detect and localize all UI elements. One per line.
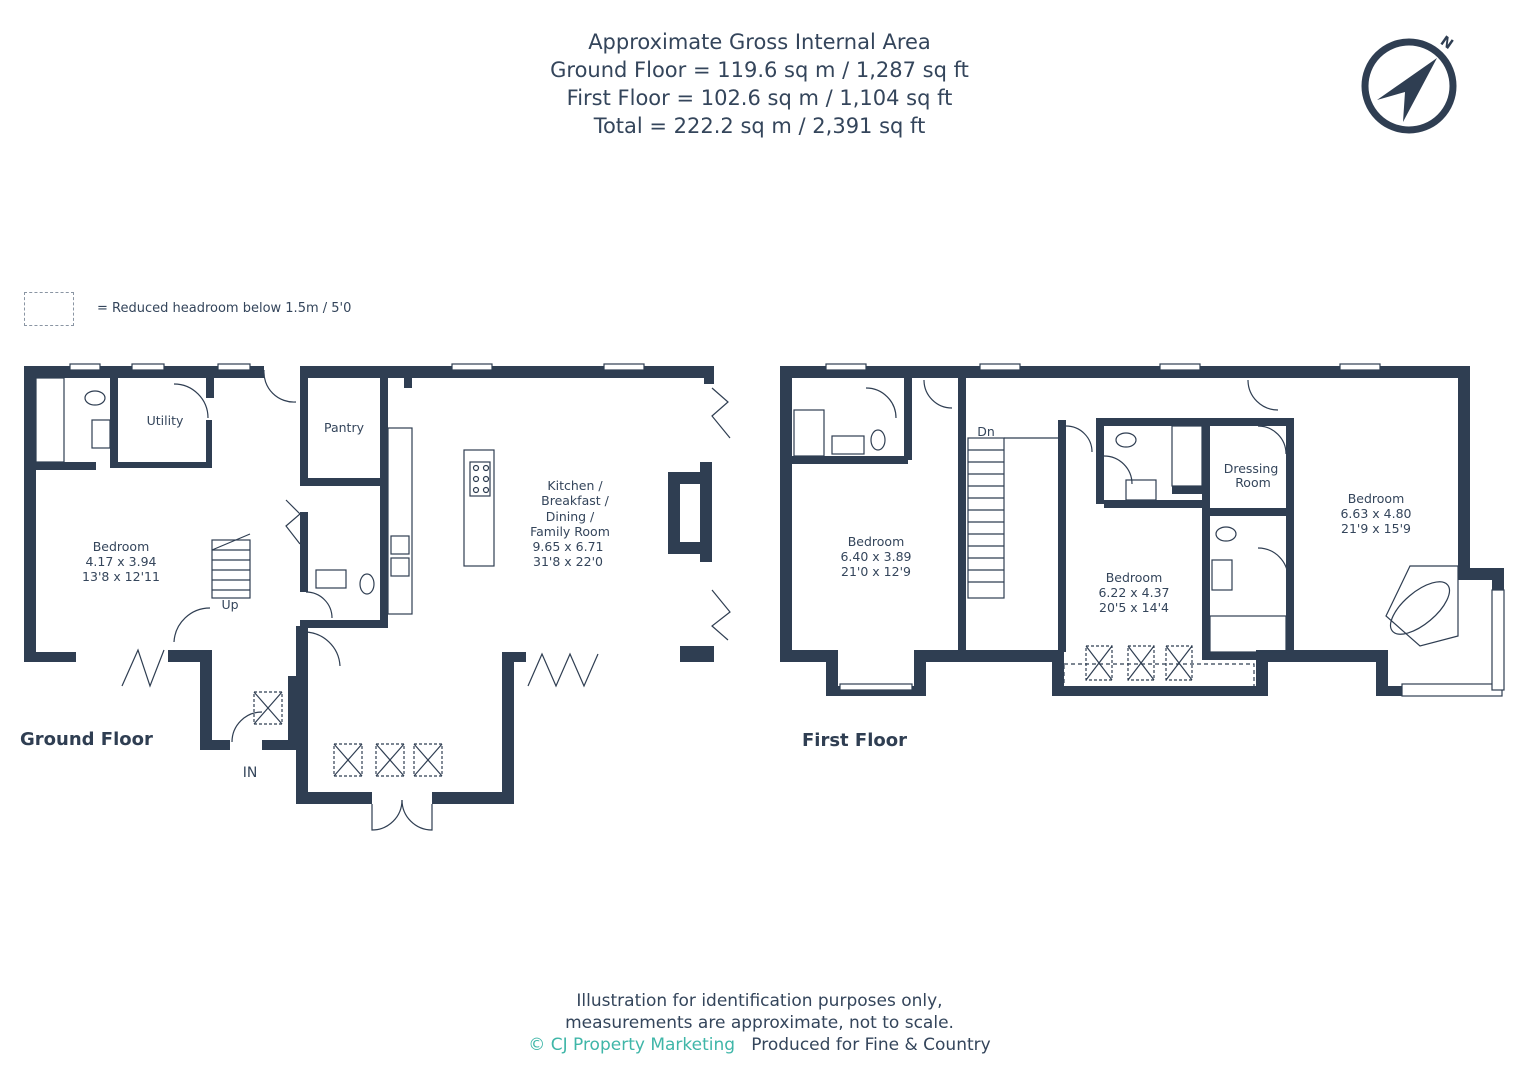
- brand-credit: © CJ Property Marketing: [528, 1035, 736, 1055]
- pantry-label: Pantry: [324, 420, 365, 435]
- ground-floor-title: Ground Floor: [20, 729, 153, 750]
- first-floor-labels: Dn Bedroom 6.40 x 3.89 21'0 x 12'9 Bedro…: [840, 424, 1411, 615]
- bedroom3-metric: 6.63 x 4.80: [1340, 506, 1411, 521]
- ground-floor-walls: [24, 366, 714, 804]
- kitchen-label-1: Kitchen /: [547, 478, 603, 493]
- ground-floor-labels: Utility Pantry Up IN Bedroom 4.17 x 3.94…: [82, 413, 610, 781]
- total-area: Total = 222.2 sq m / 2,391 sq ft: [593, 114, 926, 138]
- bedroom1-imperial: 21'0 x 12'9: [841, 564, 911, 579]
- credit-line: © CJ Property Marketing Produced for Fin…: [0, 1034, 1519, 1056]
- kitchen-label-3: Dining /: [546, 509, 595, 524]
- produced-for: Produced for Fine & Country: [751, 1035, 991, 1055]
- area-summary: Approximate Gross Internal Area Ground F…: [0, 28, 1519, 140]
- disclaimer-line-2: measurements are approximate, not to sca…: [565, 1013, 954, 1033]
- kitchen-imperial: 31'8 x 22'0: [533, 554, 603, 569]
- bedroom1-metric: 6.40 x 3.89: [840, 549, 911, 564]
- ground-bedroom-metric: 4.17 x 3.94: [85, 554, 156, 569]
- first-floor-details: [793, 363, 1505, 697]
- bedroom1-name: Bedroom: [848, 534, 905, 549]
- area-title: Approximate Gross Internal Area: [588, 30, 931, 54]
- bedroom3-name: Bedroom: [1348, 491, 1405, 506]
- north-arrow-icon: N: [1361, 33, 1457, 134]
- bedroom2-name: Bedroom: [1106, 570, 1163, 585]
- first-floor-walls: [780, 366, 1504, 696]
- ground-floor-details: [35, 363, 731, 831]
- disclaimer-line-1: Illustration for identification purposes…: [576, 991, 943, 1011]
- first-floor-title: First Floor: [802, 730, 908, 751]
- dressing-label-2: Room: [1235, 475, 1271, 490]
- ground-floor-area: Ground Floor = 119.6 sq m / 1,287 sq ft: [550, 58, 969, 82]
- disclaimer: Illustration for identification purposes…: [0, 990, 1519, 1056]
- dressing-label-1: Dressing: [1224, 461, 1279, 476]
- bedroom2-imperial: 20'5 x 14'4: [1099, 600, 1169, 615]
- kitchen-label-2: Breakfast /: [541, 493, 609, 508]
- in-label: IN: [243, 765, 258, 781]
- utility-label: Utility: [147, 413, 184, 428]
- bedroom3-imperial: 21'9 x 15'9: [1341, 521, 1411, 536]
- ground-bedroom-name: Bedroom: [93, 539, 150, 554]
- up-label: Up: [221, 597, 238, 612]
- dn-label: Dn: [977, 424, 995, 439]
- first-floor-area: First Floor = 102.6 sq m / 1,104 sq ft: [566, 86, 953, 110]
- reduced-headroom-swatch: [24, 292, 74, 326]
- kitchen-metric: 9.65 x 6.71: [532, 539, 603, 554]
- kitchen-label-4: Family Room: [530, 524, 610, 539]
- bedroom2-metric: 6.22 x 4.37: [1098, 585, 1169, 600]
- legend-text: = Reduced headroom below 1.5m / 5'0: [97, 301, 352, 316]
- ground-bedroom-imperial: 13'8 x 12'11: [82, 569, 160, 584]
